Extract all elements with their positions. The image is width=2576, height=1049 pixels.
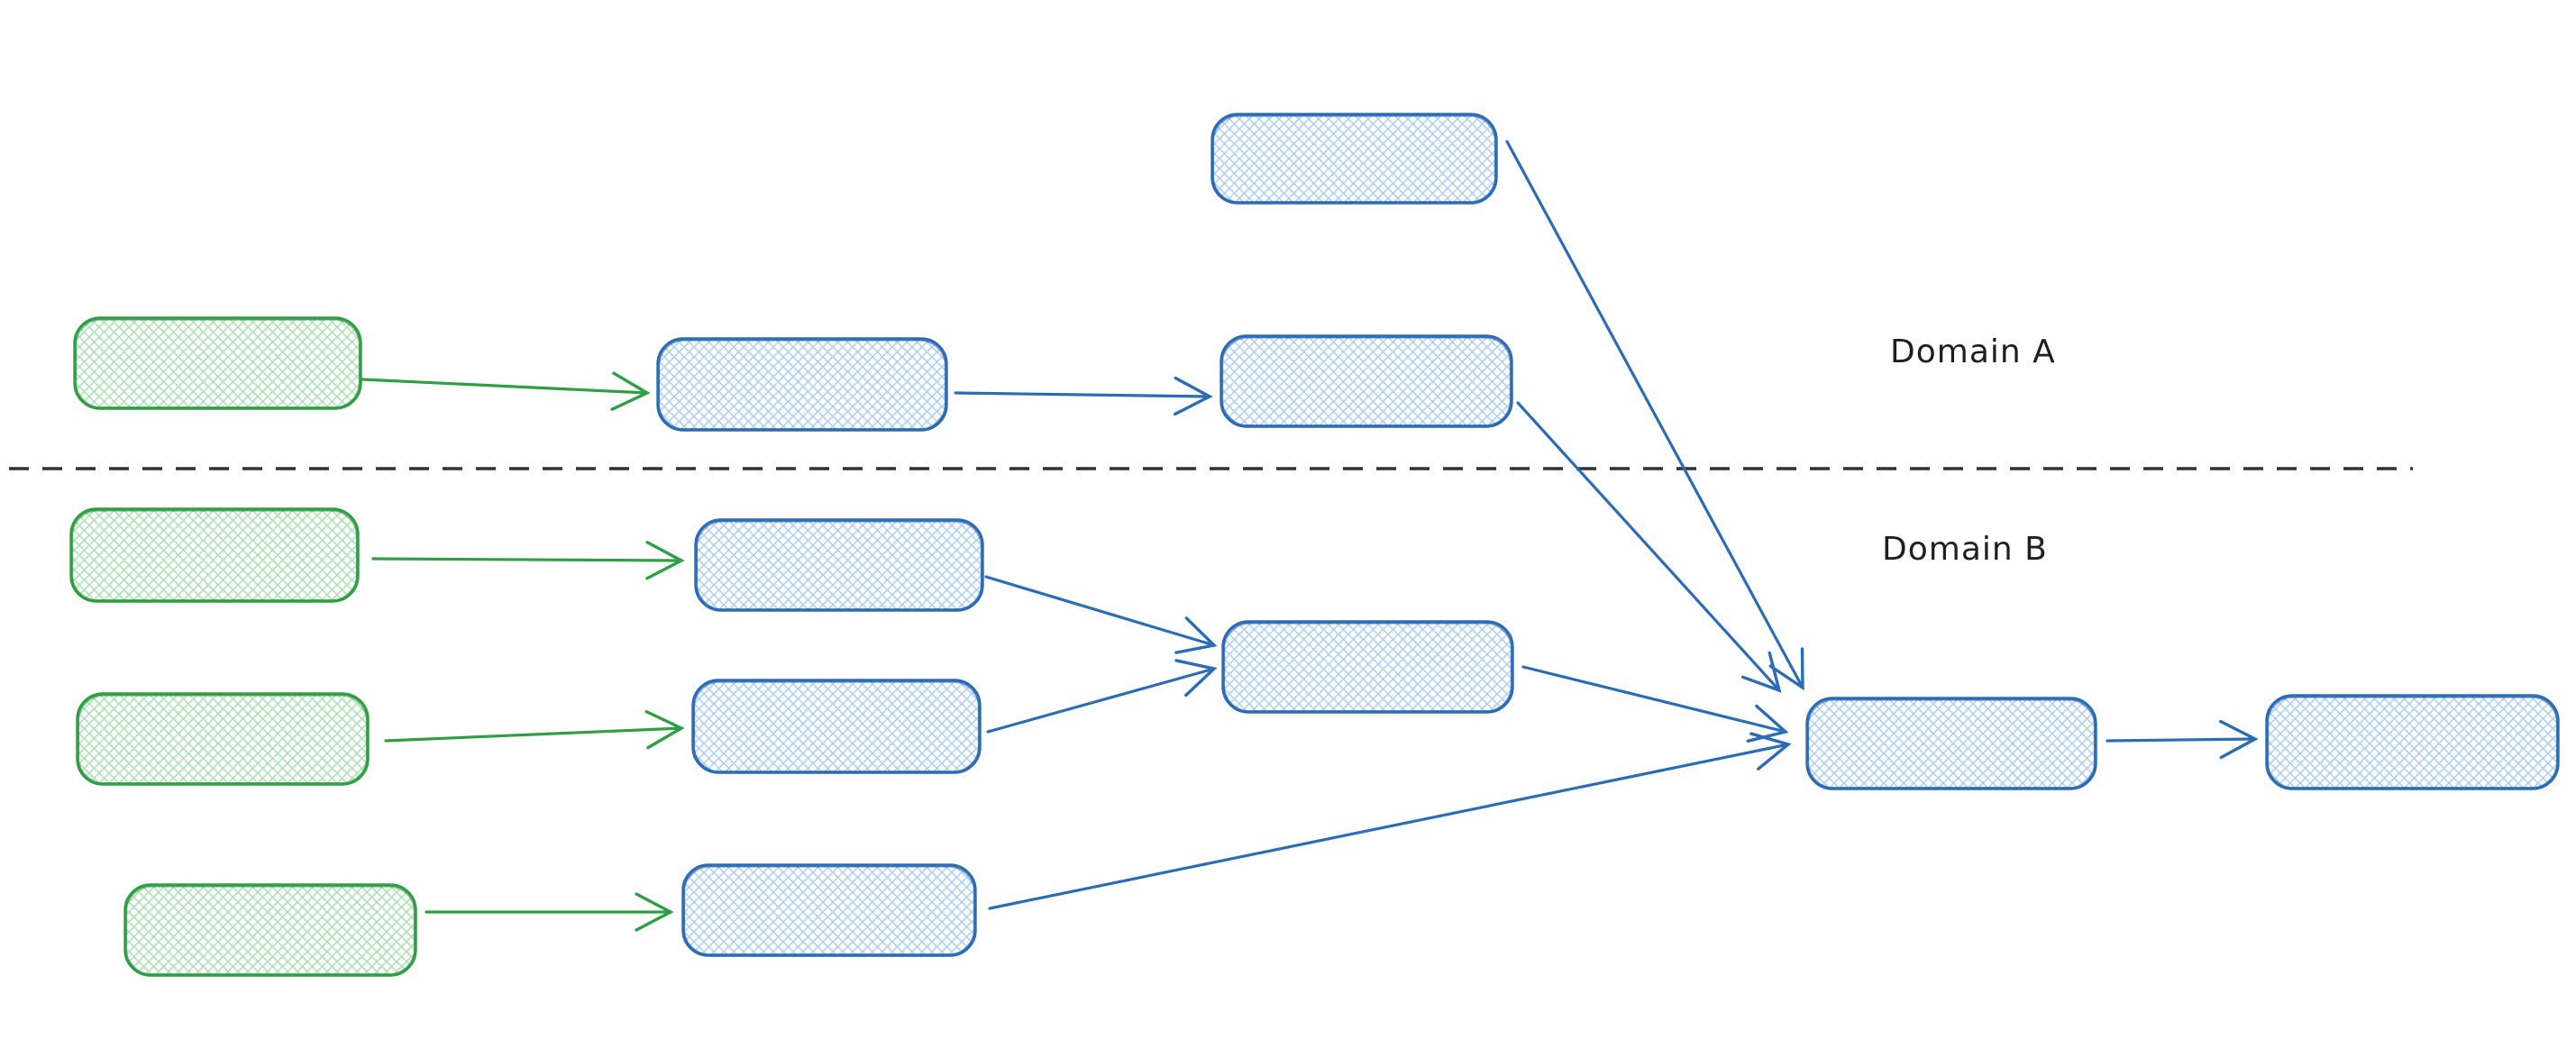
node-outline (691, 679, 982, 774)
node-fill-hatch (1807, 698, 2096, 789)
node-sink-blue-main[interactable] (1805, 697, 2097, 790)
node-outline (2265, 694, 2560, 790)
node-outline (681, 863, 977, 957)
node-fill-hatch (693, 680, 980, 772)
node-outline-sketch (683, 866, 975, 955)
node-outline (73, 316, 362, 410)
node-outline (1805, 697, 2097, 790)
node-fill-hatch (1212, 114, 1496, 203)
node-merge-blue-b[interactable] (1221, 620, 1514, 714)
label-domain-b[interactable]: Domain B (1882, 531, 2048, 568)
node-source-green-a[interactable] (73, 316, 362, 410)
node-fill-hatch (1223, 622, 1512, 712)
node-outline (123, 883, 417, 977)
node-outline-sketch (1221, 337, 1512, 426)
node-outline-sketch (1807, 699, 2096, 789)
node-fill-hatch (2267, 696, 2558, 789)
node-fill-hatch (71, 509, 358, 601)
node-outline (69, 507, 360, 603)
arrow-stage1-b1-to-merge[interactable] (984, 575, 1218, 654)
node-fill-hatch (78, 694, 368, 784)
label-domain-a[interactable]: Domain A (1890, 333, 2056, 370)
node-outline-sketch (2267, 697, 2558, 789)
arrow-stage1-b3-to-sink-main[interactable] (988, 732, 1792, 910)
node-stage2-blue-a[interactable] (1219, 334, 1513, 428)
node-outline-sketch (78, 695, 368, 784)
node-outline (694, 518, 984, 612)
node-stage1-blue-b2[interactable] (691, 679, 982, 774)
node-fill-hatch (75, 318, 361, 408)
node-fill-hatch (1221, 336, 1512, 426)
node-fill-hatch (683, 865, 975, 955)
node-outline-sketch (1223, 623, 1512, 712)
arrow-green-b2-to-stage1-b2[interactable] (384, 709, 685, 750)
arrow-green-b1-to-stage1-b1[interactable] (371, 541, 685, 580)
node-float-blue-top[interactable] (1210, 113, 1498, 205)
node-sink-blue-final[interactable] (2265, 694, 2560, 790)
arrow-green-a-to-stage1-a[interactable] (361, 371, 651, 411)
node-source-green-b1[interactable] (69, 507, 360, 603)
node-outline-sketch (696, 521, 982, 610)
node-outline (1219, 334, 1513, 428)
node-source-green-b3[interactable] (123, 883, 417, 977)
node-outline-sketch (658, 340, 946, 430)
arrow-stage2-a-to-sink-main[interactable] (1516, 401, 1782, 693)
arrow-top-to-sink-main[interactable] (1505, 140, 1804, 691)
node-fill-hatch (125, 885, 416, 975)
node-outline-sketch (125, 886, 416, 975)
node-outline-sketch (693, 681, 980, 772)
node-fill-hatch (696, 520, 982, 610)
node-fill-hatch (658, 339, 946, 430)
node-stage1-blue-b1[interactable] (694, 518, 984, 612)
node-outline-sketch (71, 510, 358, 601)
node-outline (1210, 113, 1498, 205)
node-outline-sketch (1212, 115, 1496, 203)
node-stage1-blue-b3[interactable] (681, 863, 977, 957)
arrow-merge-to-sink-main[interactable] (1521, 665, 1789, 743)
node-outline (76, 692, 370, 786)
node-outline (1221, 620, 1514, 714)
node-stage1-blue-a[interactable] (656, 337, 948, 432)
arrow-sink-main-to-final[interactable] (2106, 719, 2259, 760)
node-outline (656, 337, 948, 432)
node-outline-sketch (75, 319, 361, 408)
node-source-green-b2[interactable] (76, 692, 370, 786)
arrow-stage1-a-to-stage2-a[interactable] (954, 376, 1213, 416)
arrow-stage1-b2-to-merge[interactable] (986, 659, 1218, 734)
